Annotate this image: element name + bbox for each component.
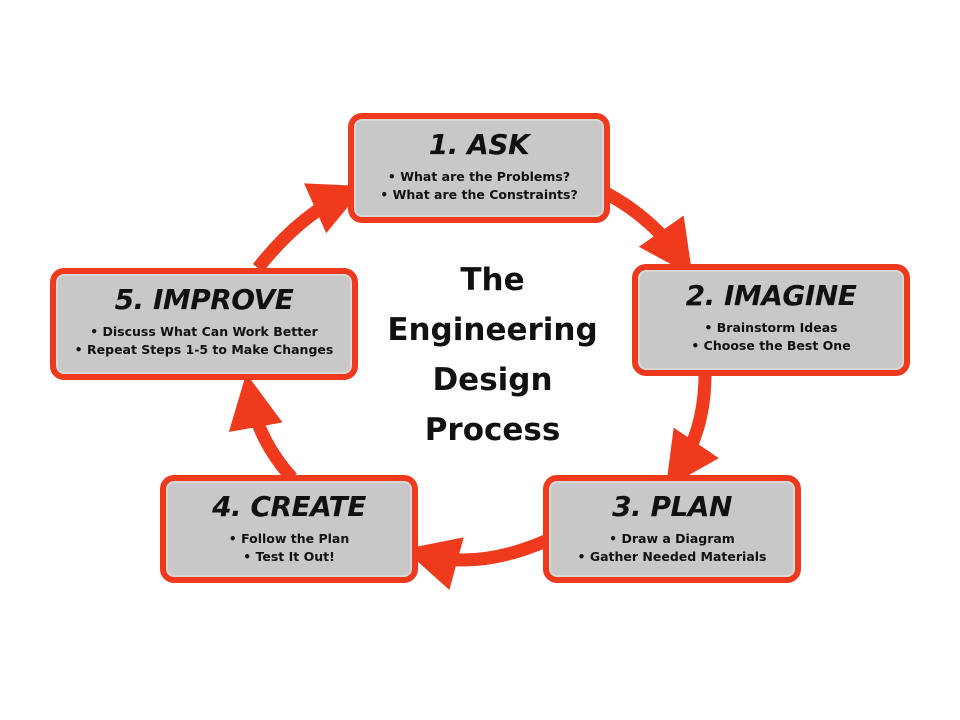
step-bullets: Brainstorm Ideas Choose the Best One — [638, 319, 904, 355]
center-title-line: Process — [424, 412, 561, 448]
step-bullets: Follow the Plan Test It Out! — [166, 530, 412, 566]
step-bullets: Draw a Diagram Gather Needed Materials — [549, 530, 795, 566]
step-title: 2. IMAGINE — [685, 279, 857, 312]
step-bullets: What are the Problems? What are the Cons… — [354, 168, 604, 204]
step-bullet: Draw a Diagram — [549, 530, 795, 548]
step-bullet: Repeat Steps 1-5 to Make Changes — [56, 341, 352, 359]
arrow-ask-to-imagine — [597, 184, 693, 276]
step-title: 5. IMPROVE — [114, 283, 294, 316]
step-bullet: What are the Problems? — [354, 168, 604, 186]
center-title-line: The — [460, 262, 525, 298]
step-title: 1. ASK — [428, 128, 530, 161]
step-imagine-box: 2. IMAGINE Brainstorm Ideas Choose the B… — [632, 264, 910, 376]
step-bullet: Gather Needed Materials — [549, 548, 795, 566]
step-bullet: Brainstorm Ideas — [638, 319, 904, 337]
center-title-line: Design — [432, 362, 553, 398]
step-bullet: Choose the Best One — [638, 337, 904, 355]
center-title: The Engineering Design Process — [380, 255, 605, 455]
step-improve-box: 5. IMPROVE Discuss What Can Work Better … — [50, 268, 358, 380]
step-bullet: Follow the Plan — [166, 530, 412, 548]
step-ask-box: 1. ASK What are the Problems? What are t… — [348, 113, 610, 223]
step-bullet: What are the Constraints? — [354, 186, 604, 204]
step-plan-box: 3. PLAN Draw a Diagram Gather Needed Mat… — [543, 475, 801, 583]
step-create-box: 4. CREATE Follow the Plan Test It Out! — [160, 475, 418, 583]
step-title: 3. PLAN — [612, 490, 732, 523]
arrow-imagine-to-plan — [665, 373, 719, 489]
arrow-improve-to-ask — [252, 183, 365, 273]
center-title-line: Engineering — [387, 312, 598, 348]
step-title: 4. CREATE — [212, 490, 366, 523]
step-bullet: Test It Out! — [166, 548, 412, 566]
step-bullet: Discuss What Can Work Better — [56, 323, 352, 341]
arrow-create-to-improve — [228, 373, 297, 483]
step-bullets: Discuss What Can Work Better Repeat Step… — [56, 323, 352, 359]
arrow-plan-to-create — [403, 534, 551, 590]
